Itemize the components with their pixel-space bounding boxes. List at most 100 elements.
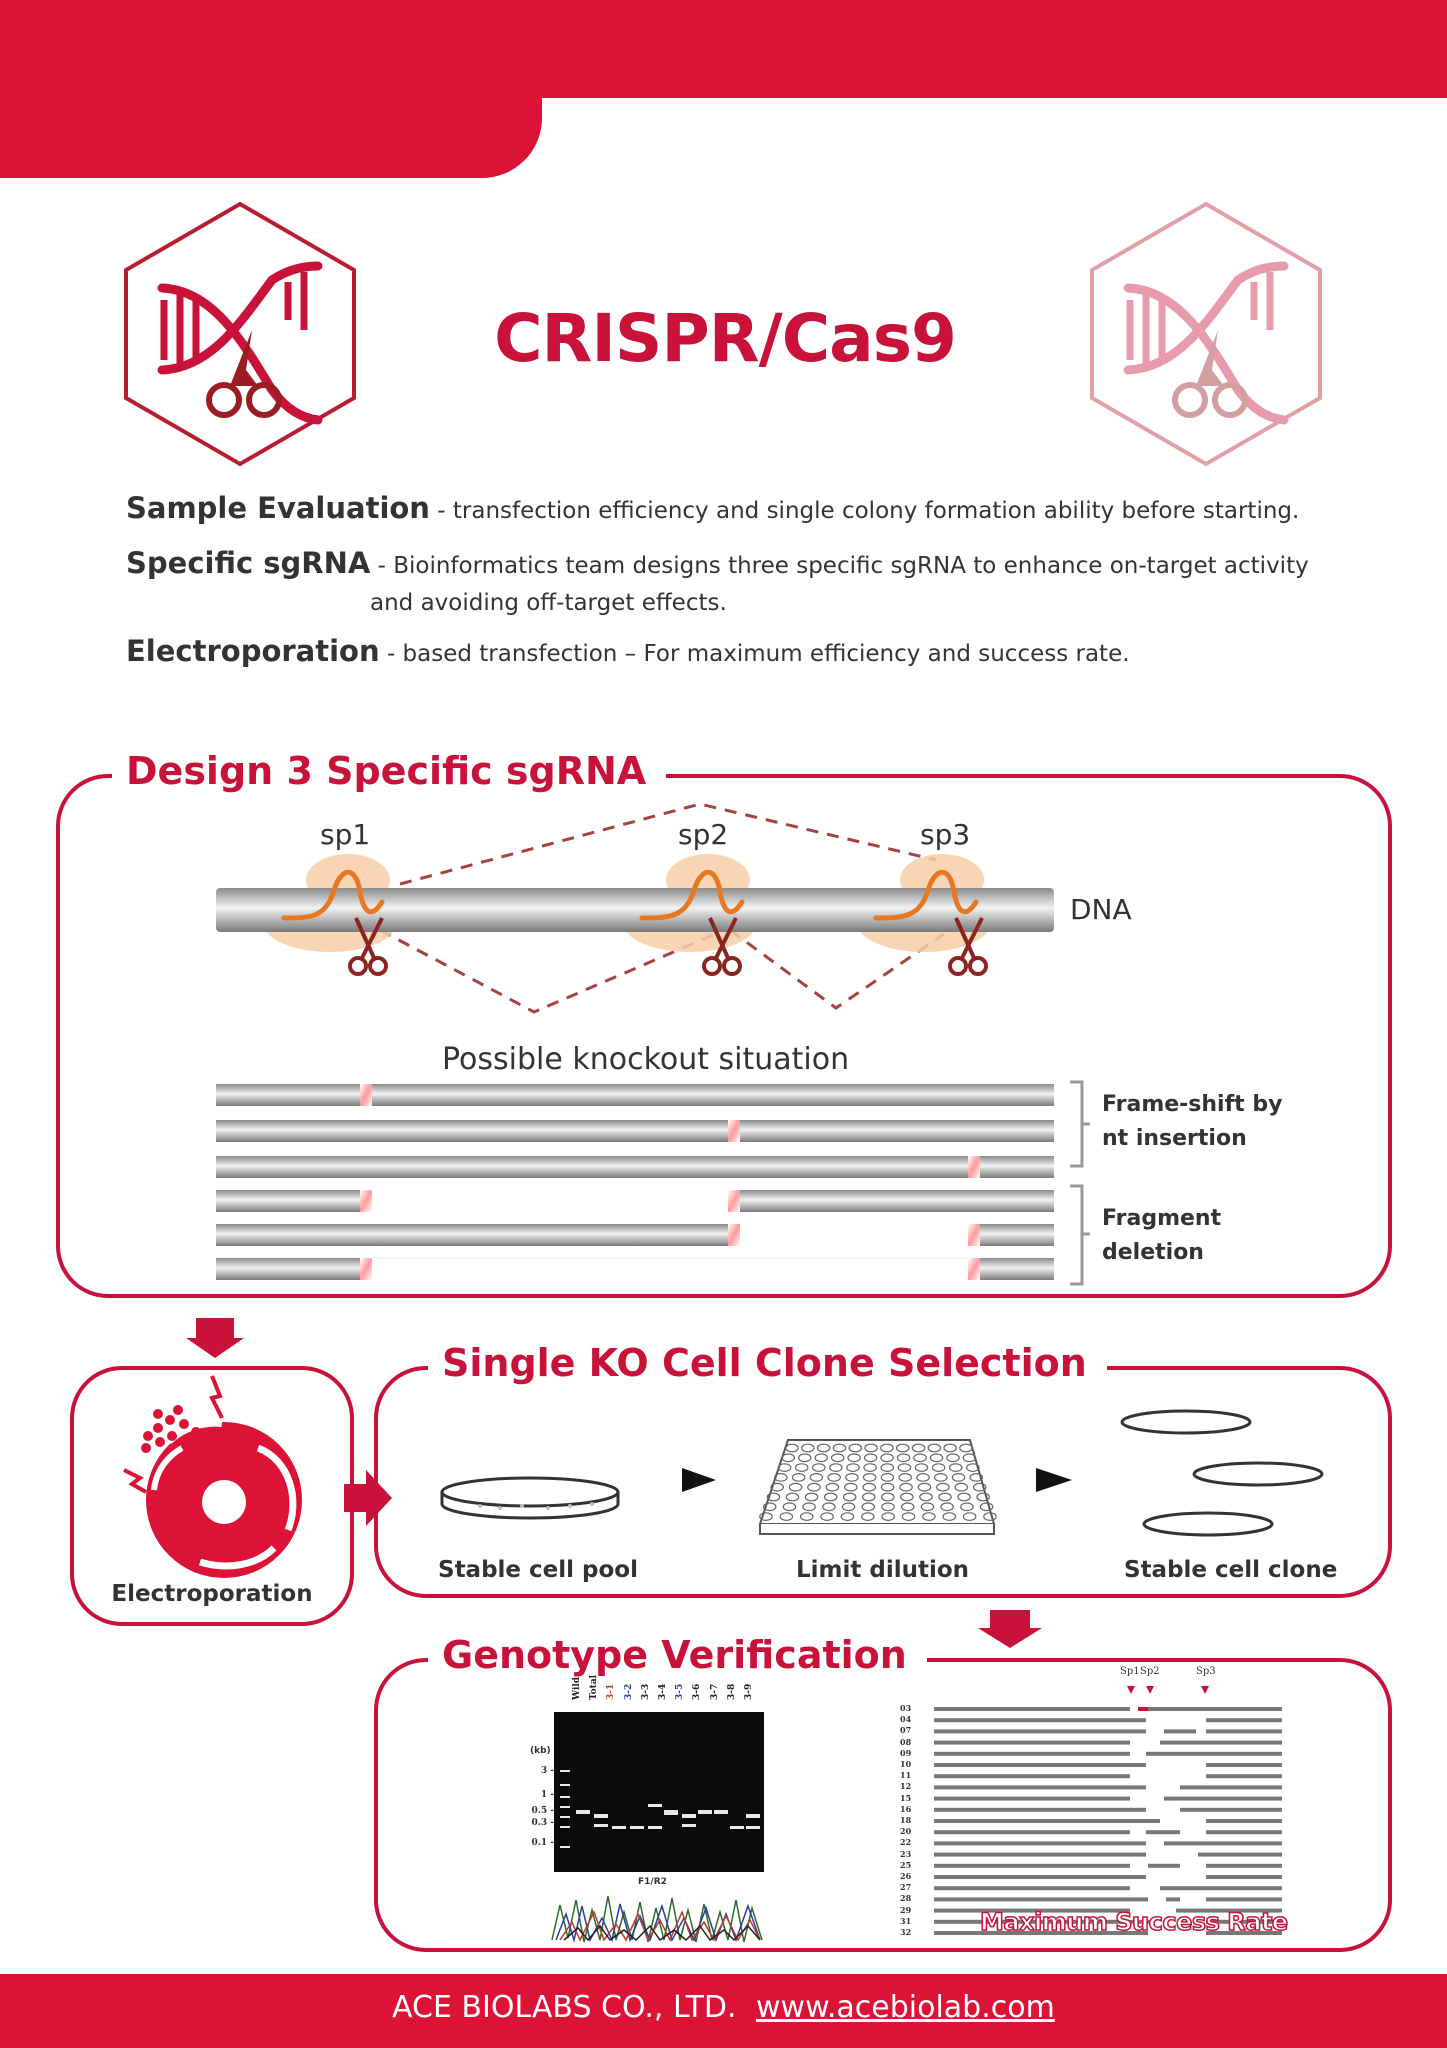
alignment-segment xyxy=(1148,1863,1180,1868)
well-plate-wells xyxy=(759,1443,997,1521)
alignment-row-label: 31 xyxy=(900,1915,912,1926)
alignment-segment xyxy=(1146,1830,1180,1835)
gel-image xyxy=(554,1712,764,1872)
alignment-mutation-mark xyxy=(1138,1707,1148,1711)
gel-lane-label: 3-8 xyxy=(726,1683,737,1700)
design-heading: Design 3 Specific sgRNA xyxy=(112,748,667,794)
alignment-row-label: 11 xyxy=(900,1770,912,1781)
crispr-hexagon-faded-icon xyxy=(1090,201,1322,467)
alignment-segment xyxy=(1176,1908,1282,1913)
feature-sample-evaluation: Sample Evaluation - transfection efficie… xyxy=(126,490,1299,529)
down-arrow-icon xyxy=(186,1318,244,1358)
alignment-row-label: 27 xyxy=(900,1882,912,1893)
gel-kb-tick: 3 - xyxy=(540,1766,554,1776)
alignment-segment xyxy=(1164,1841,1282,1846)
alignment-row-label: 22 xyxy=(900,1837,912,1848)
alignment-segment xyxy=(934,1796,1130,1801)
alignment-segment xyxy=(934,1763,1146,1767)
step-arrow-icon xyxy=(682,1468,716,1492)
alignment-segment xyxy=(1206,1819,1282,1823)
gel-lane-label: 3-1 xyxy=(606,1683,617,1700)
alignment-row-label: 29 xyxy=(900,1904,912,1915)
cell-icon xyxy=(123,1375,302,1578)
alignment-row-label: 20 xyxy=(900,1826,912,1837)
alignment-segment xyxy=(934,1919,1150,1924)
alignment-segment xyxy=(1206,1863,1282,1868)
feature-term: Specific sgRNA xyxy=(126,546,371,580)
feature-desc: - transfection efficiency and single col… xyxy=(437,498,1300,524)
knockout-title: Possible knockout situation xyxy=(442,1042,850,1077)
alignment-segment xyxy=(1180,1785,1282,1790)
alignment-segment xyxy=(1198,1852,1282,1857)
header-band xyxy=(0,0,1447,98)
petri-dish-icon xyxy=(440,1476,620,1520)
gel-kb-tick: 0.5 - xyxy=(531,1806,554,1816)
alignment-row-label: 09 xyxy=(900,1747,912,1758)
sgrna-connection-lines xyxy=(379,802,945,1014)
alignment-segment xyxy=(934,1707,1130,1711)
footer-band xyxy=(0,1974,1447,2048)
gel-lane-label: 3-9 xyxy=(744,1683,754,1700)
alignment-row-label: 12 xyxy=(900,1781,912,1792)
gel-lane-label: 3-7 xyxy=(709,1683,720,1700)
alignment-segment xyxy=(934,1807,1146,1812)
alignment-segment xyxy=(934,1841,1146,1846)
gel-caption: F1/R2 xyxy=(638,1877,667,1887)
alignment-segment xyxy=(934,1819,1160,1823)
alignment-segment xyxy=(1160,1740,1282,1745)
alignment-row-label: 10 xyxy=(900,1759,912,1769)
alignment-row-label: 32 xyxy=(900,1927,912,1937)
feature-electroporation: Electroporation - based transfection – F… xyxy=(126,633,1130,672)
alignment-row-label: 15 xyxy=(900,1792,912,1803)
alignment-segment xyxy=(1206,1897,1282,1902)
sp3-label: sp3 xyxy=(920,818,971,851)
gel-lane-label: 3-3 xyxy=(640,1683,651,1700)
align-sp3-label: Sp3 xyxy=(1196,1666,1216,1677)
legend-fragment-deletion: Fragment deletion xyxy=(1102,1206,1222,1265)
alignment-row-label: 26 xyxy=(900,1871,912,1881)
alignment-segment xyxy=(1146,1707,1282,1711)
step-stable-cell-pool: Stable cell pool xyxy=(438,1557,638,1583)
header-tab xyxy=(0,90,542,178)
footer-url-link[interactable]: www.acebiolab.com xyxy=(756,1990,1055,2025)
alignment-segment xyxy=(934,1931,1148,1935)
alignment-segment xyxy=(1146,1751,1282,1756)
electroporation-label: Electroporation xyxy=(111,1581,313,1607)
right-arrow-icon xyxy=(344,1470,392,1526)
clone-heading: Single KO Cell Clone Selection xyxy=(428,1340,1107,1386)
alignment-segment xyxy=(1206,1774,1282,1779)
align-sp2-label: Sp2 xyxy=(1140,1666,1160,1677)
feature-term: Electroporation xyxy=(126,634,380,668)
genotype-heading: Genotype Verification xyxy=(428,1632,927,1678)
alignment-row-label: 07 xyxy=(900,1725,912,1736)
alignment-row-label: 23 xyxy=(900,1848,912,1859)
alignment-segment xyxy=(934,1830,1130,1835)
gel-kb-title: (kb) xyxy=(530,1746,551,1756)
alignment-row-label: 04 xyxy=(900,1714,912,1725)
alignment-segment xyxy=(934,1740,1130,1745)
gel-lane-label: Total xyxy=(589,1674,600,1700)
sp1-label: sp1 xyxy=(320,818,371,851)
alignment-row-label: 03 xyxy=(900,1703,912,1713)
gel-kb-tick: 0.3 - xyxy=(531,1818,554,1828)
alignment-segment xyxy=(934,1785,1146,1790)
alignment-segment xyxy=(934,1774,1130,1779)
alignment-segment xyxy=(1206,1919,1282,1924)
knockout-bars xyxy=(216,1084,1054,1280)
crispr-hexagon-icon xyxy=(124,201,356,467)
alignment-segment xyxy=(1206,1931,1282,1935)
feature-desc-continued: and avoiding off-target effects. xyxy=(370,590,727,616)
alignment-row-label: 28 xyxy=(900,1893,912,1904)
feature-term: Sample Evaluation xyxy=(126,491,430,525)
alignment-row-label: 25 xyxy=(900,1859,912,1870)
alignment-segment xyxy=(934,1751,1130,1756)
gel-lane-label: 3-2 xyxy=(623,1683,634,1700)
step-arrow-icon-2 xyxy=(1036,1468,1072,1492)
alignment-segment xyxy=(1206,1718,1282,1723)
alignment-segment xyxy=(1206,1875,1282,1879)
alignment-row-label: 08 xyxy=(900,1736,912,1747)
alignment-segment xyxy=(934,1863,1130,1868)
alignment-segment xyxy=(1180,1807,1282,1812)
dna-label: DNA xyxy=(1070,893,1132,926)
